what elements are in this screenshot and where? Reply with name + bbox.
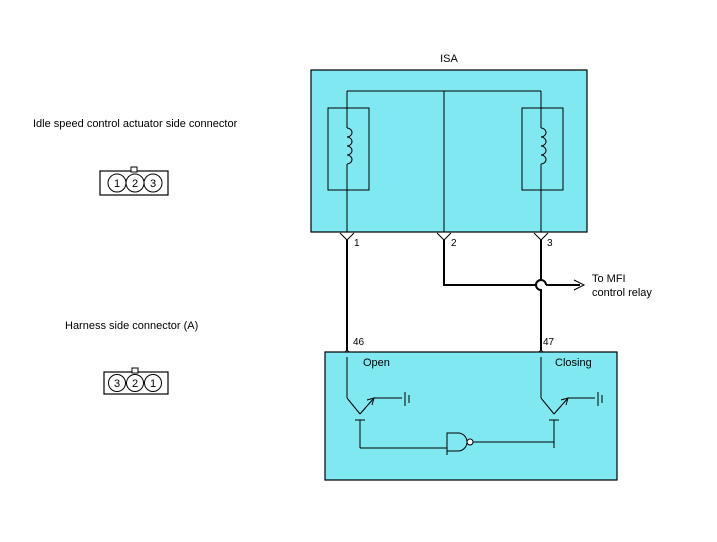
isa-label: ISA [440, 53, 458, 65]
to-mfi-label-line1: To MFI [592, 273, 626, 285]
ecm-pin-46-label: 46 [353, 337, 365, 348]
actuator-connector-label: Idle speed control actuator side connect… [33, 118, 238, 130]
isa-pin-2-label: 2 [451, 238, 457, 249]
ecm-pin-47-label: 47 [543, 337, 555, 348]
closing-label: Closing [555, 357, 592, 369]
isa-pin-1-label: 1 [354, 238, 360, 249]
left-coil-box [327, 107, 370, 191]
to-mfi-label-line2: control relay [592, 287, 652, 299]
harness-pin-1: 1 [150, 378, 156, 390]
left-coil [346, 127, 353, 165]
harness-connector-shape: 3 2 1 [103, 367, 169, 395]
harness-connector-label: Harness side connector (A) [65, 320, 198, 332]
isa-internal-wiring [327, 90, 564, 232]
open-label: Open [363, 357, 390, 369]
actuator-connector-shape: 1 2 3 [99, 166, 169, 196]
external-wiring [346, 240, 586, 350]
ecm-internal-circuit [346, 357, 603, 455]
isa-connector-chevrons [339, 232, 549, 241]
harness-pin-2: 2 [132, 378, 138, 390]
isa-pin-3-label: 3 [547, 238, 553, 249]
ecm-module [324, 351, 618, 481]
right-coil [540, 127, 547, 165]
actuator-pin-2: 2 [132, 178, 138, 190]
harness-pin-3: 3 [114, 378, 120, 390]
actuator-pin-1: 1 [114, 178, 120, 190]
actuator-pin-3: 3 [150, 178, 156, 190]
right-coil-box [521, 107, 564, 191]
